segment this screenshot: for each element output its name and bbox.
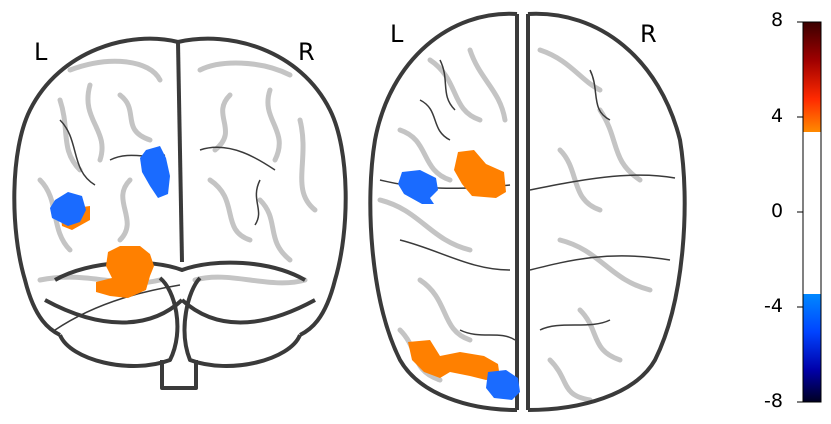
coronal-blob-blue-left (50, 192, 86, 226)
axial-blob-orange-posterior (408, 340, 500, 380)
colorbar-tick-label: -8 (764, 390, 783, 412)
colorbar-ticks (797, 21, 803, 403)
coronal-left-label: L (34, 38, 48, 66)
axial-blob-blue-frontal (398, 170, 438, 204)
colorbar-negative-band (803, 294, 821, 402)
colorbar-tick-label: 8 (771, 9, 784, 31)
colorbar-positive-band (803, 22, 821, 132)
coronal-right-label: R (298, 38, 315, 66)
axial-blob-blue-posterior (486, 370, 520, 400)
axial-outline (368, 11, 687, 412)
coronal-glass-brain (12, 36, 348, 390)
coronal-blob-orange-lower (96, 246, 154, 298)
axial-blob-orange-frontal (454, 150, 506, 198)
axial-left-label: L (390, 20, 404, 48)
colorbar-tick-label: 0 (771, 200, 784, 222)
coronal-blob-blue-upper (140, 146, 170, 198)
axial-activation-blobs (398, 150, 520, 400)
axial-sulci (377, 47, 653, 403)
axial-glass-brain (368, 11, 687, 412)
colorbar-tick-label: 4 (771, 105, 784, 127)
colorbar-zero-band (803, 132, 821, 294)
colorbar-tick-label: -4 (764, 295, 783, 317)
coronal-outline (12, 36, 348, 390)
axial-right-label: R (640, 20, 657, 48)
coronal-activation-blobs (50, 146, 170, 298)
